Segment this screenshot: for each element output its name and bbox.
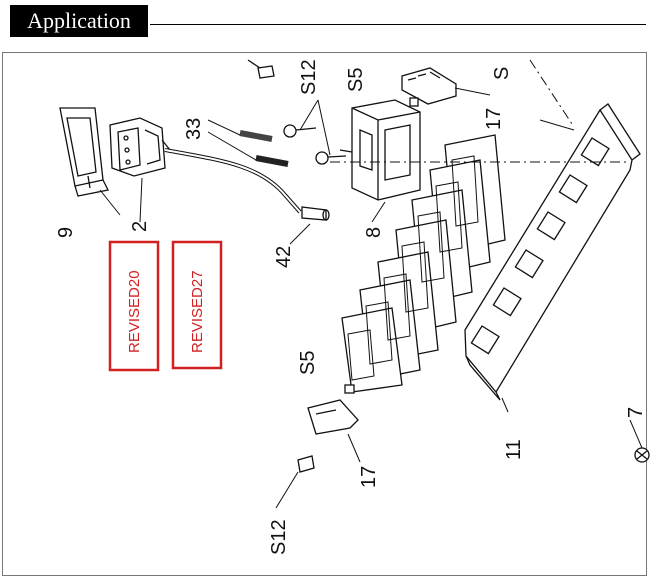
label-2: 2 [129,221,151,232]
screw-s12-pair [283,124,347,165]
label-42: 42 [273,246,295,268]
revision-stamp-1-text: REVISED20 [126,270,143,353]
label-s5-bottom: S5 [297,351,319,375]
clip-s5-upper [409,97,419,107]
part-9-cover [59,107,109,197]
module-row [341,134,506,393]
part-33-springs [239,130,289,167]
label-33: 33 [183,118,205,140]
label-17-bottom: 17 [358,466,380,488]
label-9: 9 [55,227,77,238]
label-s5-top: S5 [345,68,367,92]
part-42-plug [301,206,330,221]
label-s-top-edge: S [491,67,513,80]
screw-s12-upper [247,59,275,79]
clip-s5-lower [344,384,355,394]
revision-stamp-2: REVISED27 [171,240,223,370]
label-s12-top: S12 [298,59,320,95]
part-2-connector [109,117,171,177]
section-tab: Application [10,5,148,37]
section-title: Application [27,8,131,33]
revision-stamp-1: REVISED20 [108,240,160,372]
label-8: 8 [363,227,385,238]
header-tick [147,8,151,25]
part-11-base-plate [464,103,641,401]
part-17-clip-lower [307,399,359,435]
part-7-nut [634,447,650,463]
revision-stamp-2-text: REVISED27 [189,270,206,353]
label-11: 11 [503,439,525,460]
screw-s12-lower [297,455,315,473]
label-17-top: 17 [483,108,505,130]
part-17-clip-upper [401,67,457,105]
label-7: 7 [625,407,647,418]
label-s12-bottom: S12 [268,519,290,555]
part-8-bracket [339,99,421,201]
header-rule [150,24,646,25]
